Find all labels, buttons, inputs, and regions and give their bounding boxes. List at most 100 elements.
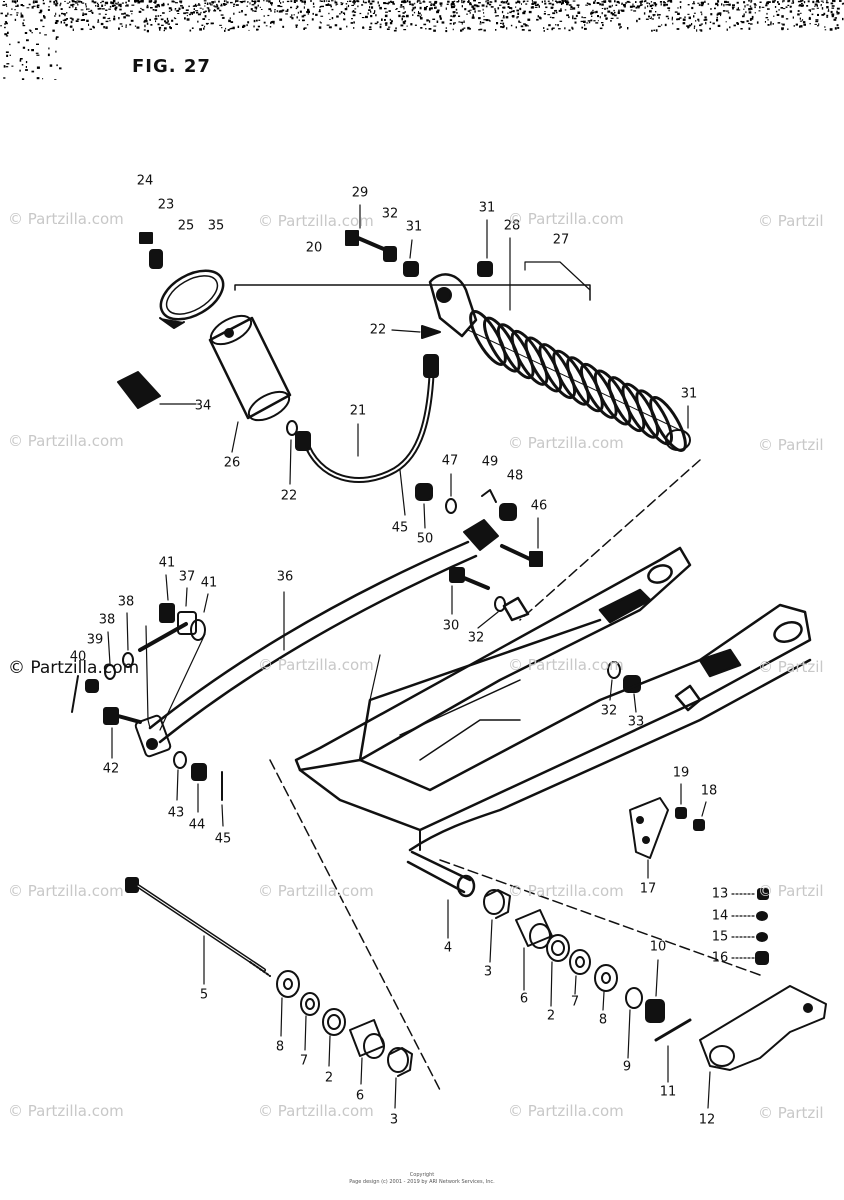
axle-bolt-part-5 — [125, 877, 271, 985]
noise-speck — [31, 49, 34, 52]
noise-speck — [188, 5, 190, 8]
callout-31[interactable]: 31 — [478, 200, 496, 216]
noise-speck — [98, 7, 102, 10]
noise-speck — [618, 1, 620, 4]
callout-15[interactable]: 15 — [711, 929, 729, 945]
callout-45[interactable]: 45 — [391, 520, 409, 536]
callout-12[interactable]: 12 — [698, 1112, 716, 1128]
callout-32[interactable]: 32 — [381, 206, 399, 222]
callout-50[interactable]: 50 — [416, 531, 434, 547]
noise-speck — [224, 29, 226, 32]
callout-37[interactable]: 37 — [178, 569, 196, 585]
noise-speck — [485, 19, 489, 22]
callout-39[interactable]: 39 — [86, 632, 104, 648]
callout-10[interactable]: 10 — [649, 939, 667, 955]
noise-speck — [500, 19, 504, 22]
callout-2[interactable]: 2 — [546, 1008, 556, 1024]
callout-42[interactable]: 42 — [102, 761, 120, 777]
noise-speck — [697, 2, 700, 4]
noise-speck — [39, 9, 43, 12]
noise-speck — [36, 6, 40, 9]
leader-31a — [409, 239, 413, 259]
callout-38[interactable]: 38 — [117, 594, 135, 610]
noise-speck — [92, 25, 95, 28]
callout-14[interactable]: 14 — [711, 908, 729, 924]
callout-8[interactable]: 8 — [275, 1039, 285, 1055]
callout-9[interactable]: 9 — [622, 1059, 632, 1075]
noise-speck — [458, 15, 461, 17]
callout-32[interactable]: 32 — [467, 630, 485, 646]
callout-6[interactable]: 6 — [355, 1088, 365, 1104]
noise-speck — [252, 10, 254, 12]
callout-45[interactable]: 45 — [214, 831, 232, 847]
noise-speck — [577, 6, 580, 8]
noise-speck — [767, 19, 769, 21]
callout-6[interactable]: 6 — [519, 991, 529, 1007]
callout-43[interactable]: 43 — [167, 805, 185, 821]
callout-40[interactable]: 40 — [69, 649, 87, 665]
callout-17[interactable]: 17 — [639, 881, 657, 897]
callout-3[interactable]: 3 — [389, 1112, 399, 1128]
callout-3[interactable]: 3 — [483, 964, 493, 980]
callout-30[interactable]: 30 — [442, 618, 460, 634]
callout-2[interactable]: 2 — [324, 1070, 334, 1086]
callout-41[interactable]: 41 — [200, 575, 218, 591]
callout-31[interactable]: 31 — [405, 219, 423, 235]
callout-31[interactable]: 31 — [680, 386, 698, 402]
noise-speck — [265, 25, 268, 27]
callout-23[interactable]: 23 — [157, 197, 175, 213]
callout-46[interactable]: 46 — [530, 498, 548, 514]
noise-speck — [334, 1, 338, 4]
callout-44[interactable]: 44 — [188, 817, 206, 833]
callout-28[interactable]: 28 — [503, 218, 521, 234]
callout-20[interactable]: 20 — [305, 240, 323, 256]
noise-speck — [353, 27, 355, 29]
callout-27[interactable]: 27 — [552, 232, 570, 248]
noise-speck — [186, 18, 190, 21]
callout-33[interactable]: 33 — [627, 714, 645, 730]
noise-speck — [672, 22, 674, 25]
noise-speck — [441, 21, 445, 24]
callout-49[interactable]: 49 — [481, 454, 499, 470]
callout-35[interactable]: 35 — [207, 218, 225, 234]
noise-speck — [65, 25, 68, 27]
callout-26[interactable]: 26 — [223, 455, 241, 471]
callout-16[interactable]: 16 — [711, 950, 729, 966]
callout-34[interactable]: 34 — [194, 398, 212, 414]
callout-19[interactable]: 19 — [672, 765, 690, 781]
callout-47[interactable]: 47 — [441, 453, 459, 469]
noise-speck — [821, 14, 825, 16]
callout-18[interactable]: 18 — [700, 783, 718, 799]
noise-speck — [679, 6, 682, 9]
noise-speck — [842, 17, 844, 21]
noise-speck — [460, 21, 464, 23]
callout-24[interactable]: 24 — [136, 173, 154, 189]
noise-speck — [816, 7, 819, 9]
noise-speck — [839, 0, 842, 2]
noise-speck — [331, 8, 334, 11]
callout-41[interactable]: 41 — [158, 555, 176, 571]
callout-8[interactable]: 8 — [598, 1012, 608, 1028]
callout-25[interactable]: 25 — [177, 218, 195, 234]
callout-21[interactable]: 21 — [349, 403, 367, 419]
callout-32[interactable]: 32 — [600, 703, 618, 719]
noise-speck — [54, 0, 58, 2]
callout-5[interactable]: 5 — [199, 987, 209, 1003]
callout-29[interactable]: 29 — [351, 185, 369, 201]
callout-11[interactable]: 11 — [659, 1084, 677, 1100]
callout-38[interactable]: 38 — [98, 612, 116, 628]
callout-4[interactable]: 4 — [443, 940, 453, 956]
noise-speck — [146, 4, 149, 7]
callout-22[interactable]: 22 — [280, 488, 298, 504]
callout-36[interactable]: 36 — [276, 569, 294, 585]
callout-7[interactable]: 7 — [570, 994, 580, 1010]
noise-speck — [229, 17, 231, 19]
noise-speck — [604, 7, 606, 10]
callout-7[interactable]: 7 — [299, 1053, 309, 1069]
noise-speck — [693, 27, 695, 29]
noise-speck — [832, 0, 835, 2]
callout-13[interactable]: 13 — [711, 886, 729, 902]
noise-speck — [811, 13, 814, 16]
callout-48[interactable]: 48 — [506, 468, 524, 484]
callout-22[interactable]: 22 — [369, 322, 387, 338]
